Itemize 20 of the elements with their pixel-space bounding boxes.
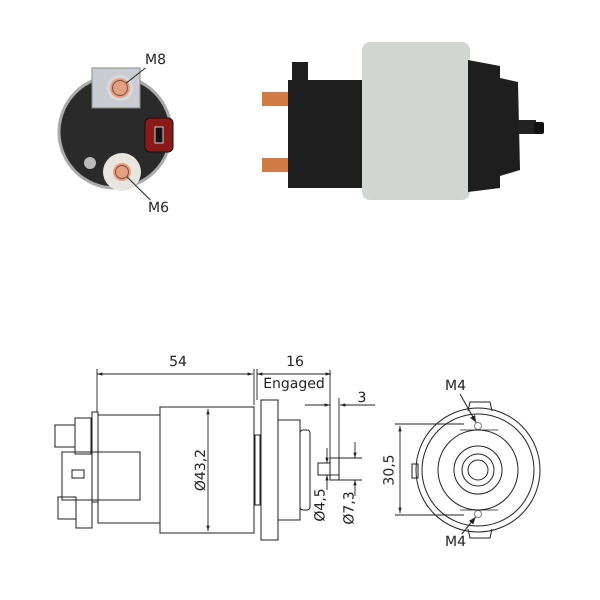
dimension-label: Ø7,3 (342, 491, 358, 525)
thread-size-label: M4 (445, 378, 466, 394)
terminal-point (112, 80, 128, 96)
dimension-label: 30,5 (382, 454, 398, 486)
dimension-label: Ø43,2 (193, 448, 209, 492)
leader-line (460, 394, 477, 424)
terminal-point (115, 165, 129, 179)
dimension-label: 16 (286, 354, 304, 370)
thread-size-label: M4 (445, 534, 466, 550)
leader-line (126, 176, 151, 200)
dimension-label: 54 (169, 354, 187, 370)
terminal-point (474, 422, 482, 430)
dimension-label: 3 (358, 390, 366, 406)
dimension-label: Ø4,5 (313, 488, 329, 522)
thread-size-label: M8 (145, 52, 166, 68)
dimension-label: Engaged (263, 376, 325, 392)
terminal-point (474, 510, 482, 518)
leader-line (461, 516, 476, 534)
leader-line (126, 68, 146, 84)
thread-size-label: M6 (148, 200, 169, 216)
